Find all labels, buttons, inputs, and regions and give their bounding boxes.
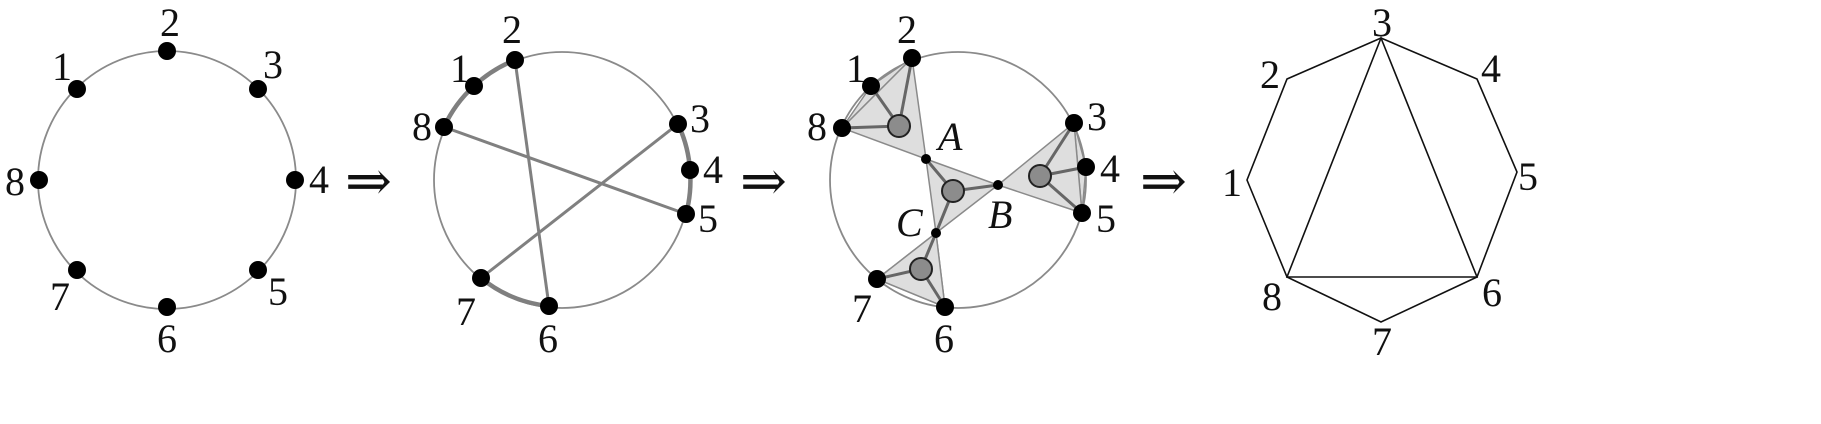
panel-1-point-6 (158, 298, 176, 316)
panel-2-point-4 (681, 161, 699, 179)
panel-4-label-8: 8 (1262, 274, 1282, 319)
panel-4-label-6: 6 (1482, 270, 1502, 315)
panel-1-point-2 (158, 42, 176, 60)
panel-3-point-3 (1065, 114, 1083, 132)
panel-4-label-4: 4 (1481, 46, 1501, 91)
panel-1: 2 3 4 5 6 7 8 1 (5, 0, 329, 361)
panel-3-point-8 (833, 119, 851, 137)
panel-2-point-6 (540, 297, 558, 315)
panel-3-point-6 (936, 298, 954, 316)
panel-4-triangle (1285, 35, 1479, 278)
panel-1-point-7 (68, 261, 86, 279)
panel-3-circle (829, 51, 1087, 309)
panel-4-label-7: 7 (1372, 319, 1392, 364)
panel-3-point-2 (903, 49, 921, 67)
panel-4-octagon (1246, 37, 1518, 323)
panel-3-point-5 (1073, 204, 1091, 222)
panel-1-label-7: 7 (50, 274, 70, 319)
arrow-2: ⇒ (740, 151, 787, 213)
panel-2-point-1 (465, 77, 483, 95)
panel-3-junction-a (921, 154, 931, 164)
panel-3-label-7: 7 (852, 286, 872, 331)
panel-2-point-7 (472, 269, 490, 287)
panel-3-point-4 (1077, 158, 1095, 176)
panel-2-chord-8-5 (443, 125, 687, 216)
panel-3-label-1: 1 (846, 46, 866, 91)
panel-3-label-c: C (896, 200, 924, 245)
panel-1-label-5: 5 (268, 269, 288, 314)
panel-3-label-b: B (988, 192, 1012, 237)
panel-2-chord-3-7 (480, 122, 679, 280)
panel-3-junction-b (993, 180, 1003, 190)
panel-3-label-a: A (935, 114, 963, 159)
arrow-3: ⇒ (1140, 151, 1187, 213)
panel-3-hub (1028, 164, 1052, 188)
panel-1-point-3 (249, 80, 267, 98)
panel-4-label-5: 5 (1518, 154, 1538, 199)
panel-4-label-2: 2 (1260, 52, 1280, 97)
panel-2-label-5: 5 (698, 196, 718, 241)
panel-2-point-2 (506, 51, 524, 69)
panel-1-label-2: 2 (160, 0, 180, 45)
panel-2-label-3: 3 (690, 96, 710, 141)
panel-3-hub (941, 179, 965, 203)
panel-1-point-1 (68, 80, 86, 98)
panel-1-label-3: 3 (263, 42, 283, 87)
panel-1-label-6: 6 (157, 316, 177, 361)
panel-2-label-1: 1 (450, 46, 470, 91)
panel-2: 2 1 8 3 4 5 6 7 (412, 7, 723, 361)
panel-2-label-6: 6 (538, 316, 558, 361)
panel-1-point-4 (286, 171, 304, 189)
panel-3-point-1 (862, 77, 880, 95)
panel-3-hub (887, 114, 911, 138)
panel-2-label-2: 2 (502, 7, 522, 52)
panel-1-point-8 (30, 171, 48, 189)
panel-3-junction-c (931, 228, 941, 238)
panel-3-label-8: 8 (807, 104, 827, 149)
panel-4-label-3: 3 (1372, 0, 1392, 45)
panel-3-hub (909, 257, 933, 281)
panel-3-label-4: 4 (1100, 146, 1120, 191)
panel-2-chord-2-6 (513, 59, 551, 307)
panel-4: 3 2 4 1 5 8 6 7 (1222, 0, 1538, 364)
panel-2-label-8: 8 (412, 104, 432, 149)
arrow-1: ⇒ (345, 151, 392, 213)
panel-3-label-6: 6 (934, 316, 954, 361)
panel-2-point-8 (435, 118, 453, 136)
panel-1-label-1: 1 (52, 44, 72, 89)
panel-1-label-4: 4 (309, 157, 329, 202)
panel-2-label-7: 7 (456, 289, 476, 334)
panel-3-label-2: 2 (897, 7, 917, 52)
panel-1-point-5 (249, 261, 267, 279)
panel-3-point-7 (868, 270, 886, 288)
panel-2-arc-7-6 (479, 276, 550, 309)
panel-2-point-5 (677, 205, 695, 223)
panel-2-label-4: 4 (703, 147, 723, 192)
panel-3: 2 1 8 3 4 5 6 7 A B C (807, 7, 1120, 361)
panel-1-label-8: 8 (5, 159, 25, 204)
panel-2-point-3 (669, 115, 687, 133)
panel-4-label-1: 1 (1222, 160, 1242, 205)
panel-3-label-3: 3 (1087, 94, 1107, 139)
panel-3-label-5: 5 (1096, 196, 1116, 241)
